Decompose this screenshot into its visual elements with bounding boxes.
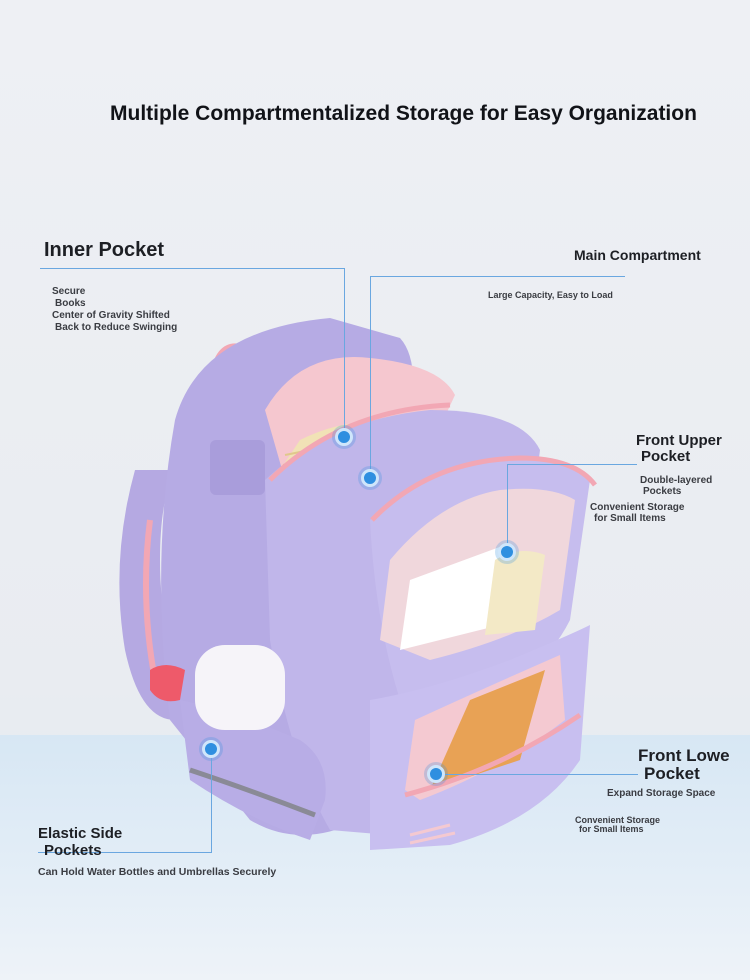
elastic-side-heading-2: Pockets xyxy=(44,842,102,859)
front-upper-line-3: Convenient Storage xyxy=(590,502,685,513)
main-compartment-dot xyxy=(361,469,379,487)
zip-trim-upper xyxy=(370,455,598,522)
front-upper-line-1: Double-layered xyxy=(640,475,713,486)
reflective-stripes xyxy=(409,823,456,845)
snack-box xyxy=(430,670,545,790)
front-lower-leader xyxy=(438,774,638,775)
water-bottle xyxy=(195,645,285,730)
main-compartment-heading: Main Compartment xyxy=(574,247,701,263)
front-upper-line-4: for Small Items xyxy=(594,513,666,524)
inner-pocket-leader xyxy=(344,268,345,436)
main-compartment-leader xyxy=(370,276,371,471)
notebook xyxy=(485,551,545,635)
main-compartment-underline xyxy=(370,276,625,277)
main-compartment-line-1: Large Capacity, Easy to Load xyxy=(488,290,613,300)
front-lower-line-2: Convenient Storage xyxy=(575,815,661,825)
front-upper-underline xyxy=(507,464,637,465)
inner-pocket-heading: Inner Pocket xyxy=(44,239,165,261)
inner-pocket-line-3: Center of Gravity Shifted xyxy=(52,310,170,321)
inner-pocket-underline xyxy=(40,268,345,269)
front-upper-dot xyxy=(498,543,516,561)
inner-pocket-line-1: Secure xyxy=(52,286,86,297)
oil-pastels-box xyxy=(400,545,505,650)
elastic-side-underline xyxy=(38,852,212,853)
front-upper-leader xyxy=(507,464,508,544)
front-lower-line-3: for Small Items xyxy=(579,824,644,834)
inner-pocket-dot xyxy=(335,428,353,446)
elastic-side-heading-1: Elastic Side xyxy=(38,825,123,842)
strap-trim xyxy=(143,519,158,681)
front-lower-heading-2: Pocket xyxy=(644,764,700,783)
side-reflective-strip xyxy=(189,767,316,818)
zip-trim-lower xyxy=(404,712,582,798)
front-upper-heading-2: Pocket xyxy=(641,448,691,465)
front-upper-line-2: Pockets xyxy=(643,486,682,497)
front-lower-dot xyxy=(427,765,445,783)
zip-trim-main xyxy=(268,402,451,482)
inner-pocket-line-4: Back to Reduce Swinging xyxy=(55,322,178,333)
bottle-cap xyxy=(150,665,185,702)
patch xyxy=(210,440,265,495)
elastic-side-dot xyxy=(202,740,220,758)
page-title: Multiple Compartmentalized Storage for E… xyxy=(110,102,697,125)
elastic-side-leader xyxy=(211,758,212,852)
front-lower-heading-1: Front Lowe xyxy=(638,746,730,765)
front-lower-line-1: Expand Storage Space xyxy=(607,788,716,799)
elastic-side-line-1: Can Hold Water Bottles and Umbrellas Sec… xyxy=(38,866,277,878)
front-upper-heading-1: Front Upper xyxy=(636,432,722,449)
inner-pocket-line-2: Books xyxy=(55,298,86,309)
